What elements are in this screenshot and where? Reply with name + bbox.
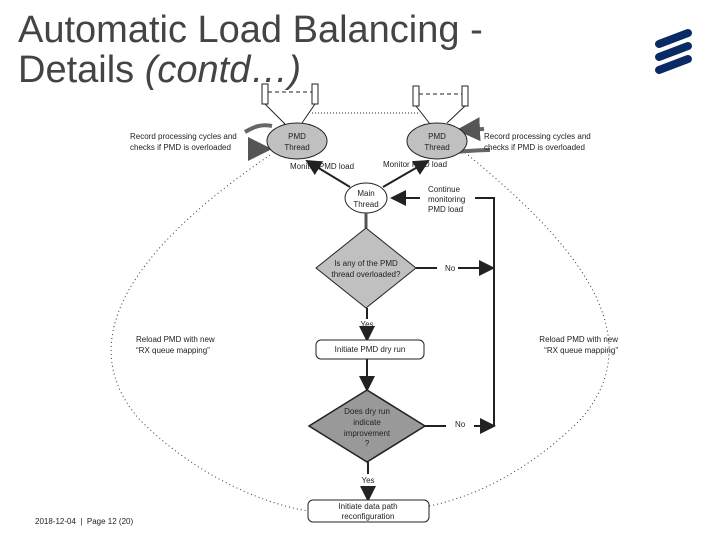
loop-line [475,197,495,426]
svg-text:Thread: Thread [353,200,378,209]
pmd-thread-right: PMD Thread [406,122,468,160]
reload-right-label: Reload PMD with new“RX queue mapping” [539,335,618,355]
svg-text:improvement: improvement [344,429,391,438]
svg-text:reconfiguration: reconfiguration [342,512,395,521]
svg-text:Does dry run: Does dry run [344,407,390,416]
svg-text:PMD: PMD [288,132,306,141]
svg-text:Initiate data path: Initiate data path [338,502,397,511]
svg-text:Thread: Thread [284,143,309,152]
main-thread-node: Main Thread [344,182,388,214]
reconfig-box: Initiate data path reconfiguration [307,499,430,523]
dotted-curve-right [428,149,610,507]
decision-improvement: Does dry run indicate improvement ? [307,389,427,463]
svg-text:Thread: Thread [424,143,449,152]
arrow-main-to-pmd-left [305,159,351,188]
svg-text:?: ? [365,439,370,448]
svg-text:Initiate PMD dry run: Initiate PMD dry run [335,345,406,354]
svg-text:PMD: PMD [428,132,446,141]
ericsson-logo [655,29,692,74]
rx-queue-left [261,83,319,125]
rx-queue-right [412,85,469,125]
gray-arrow-left-out [243,123,273,134]
dotted-curve-left [110,154,309,512]
svg-text:Main: Main [357,189,374,198]
title-line2: Details (contd…) [18,49,301,91]
no1-label: No [445,264,456,273]
yes2-label: Yes [361,476,374,485]
svg-text:indicate: indicate [353,418,381,427]
pmd-thread-left: PMD Thread [266,122,328,160]
reload-left-label: Reload PMD with new“RX queue mapping” [136,335,215,355]
gray-arrow-right-in [456,117,485,142]
yes1-label: Yes [360,320,373,329]
no2-label: No [455,420,466,429]
title-line1: Automatic Load Balancing - [18,9,483,51]
arrow-main-to-pmd-right [382,159,430,188]
svg-text:Is any of the PMD: Is any of the PMD [334,259,398,268]
footer: 2018-12-04 | Page 12 (20) [35,517,133,526]
decision-overloaded: Is any of the PMD thread overloaded? [315,227,417,309]
svg-text:thread overloaded?: thread overloaded? [332,270,401,279]
dry-run-box: Initiate PMD dry run [315,339,425,360]
